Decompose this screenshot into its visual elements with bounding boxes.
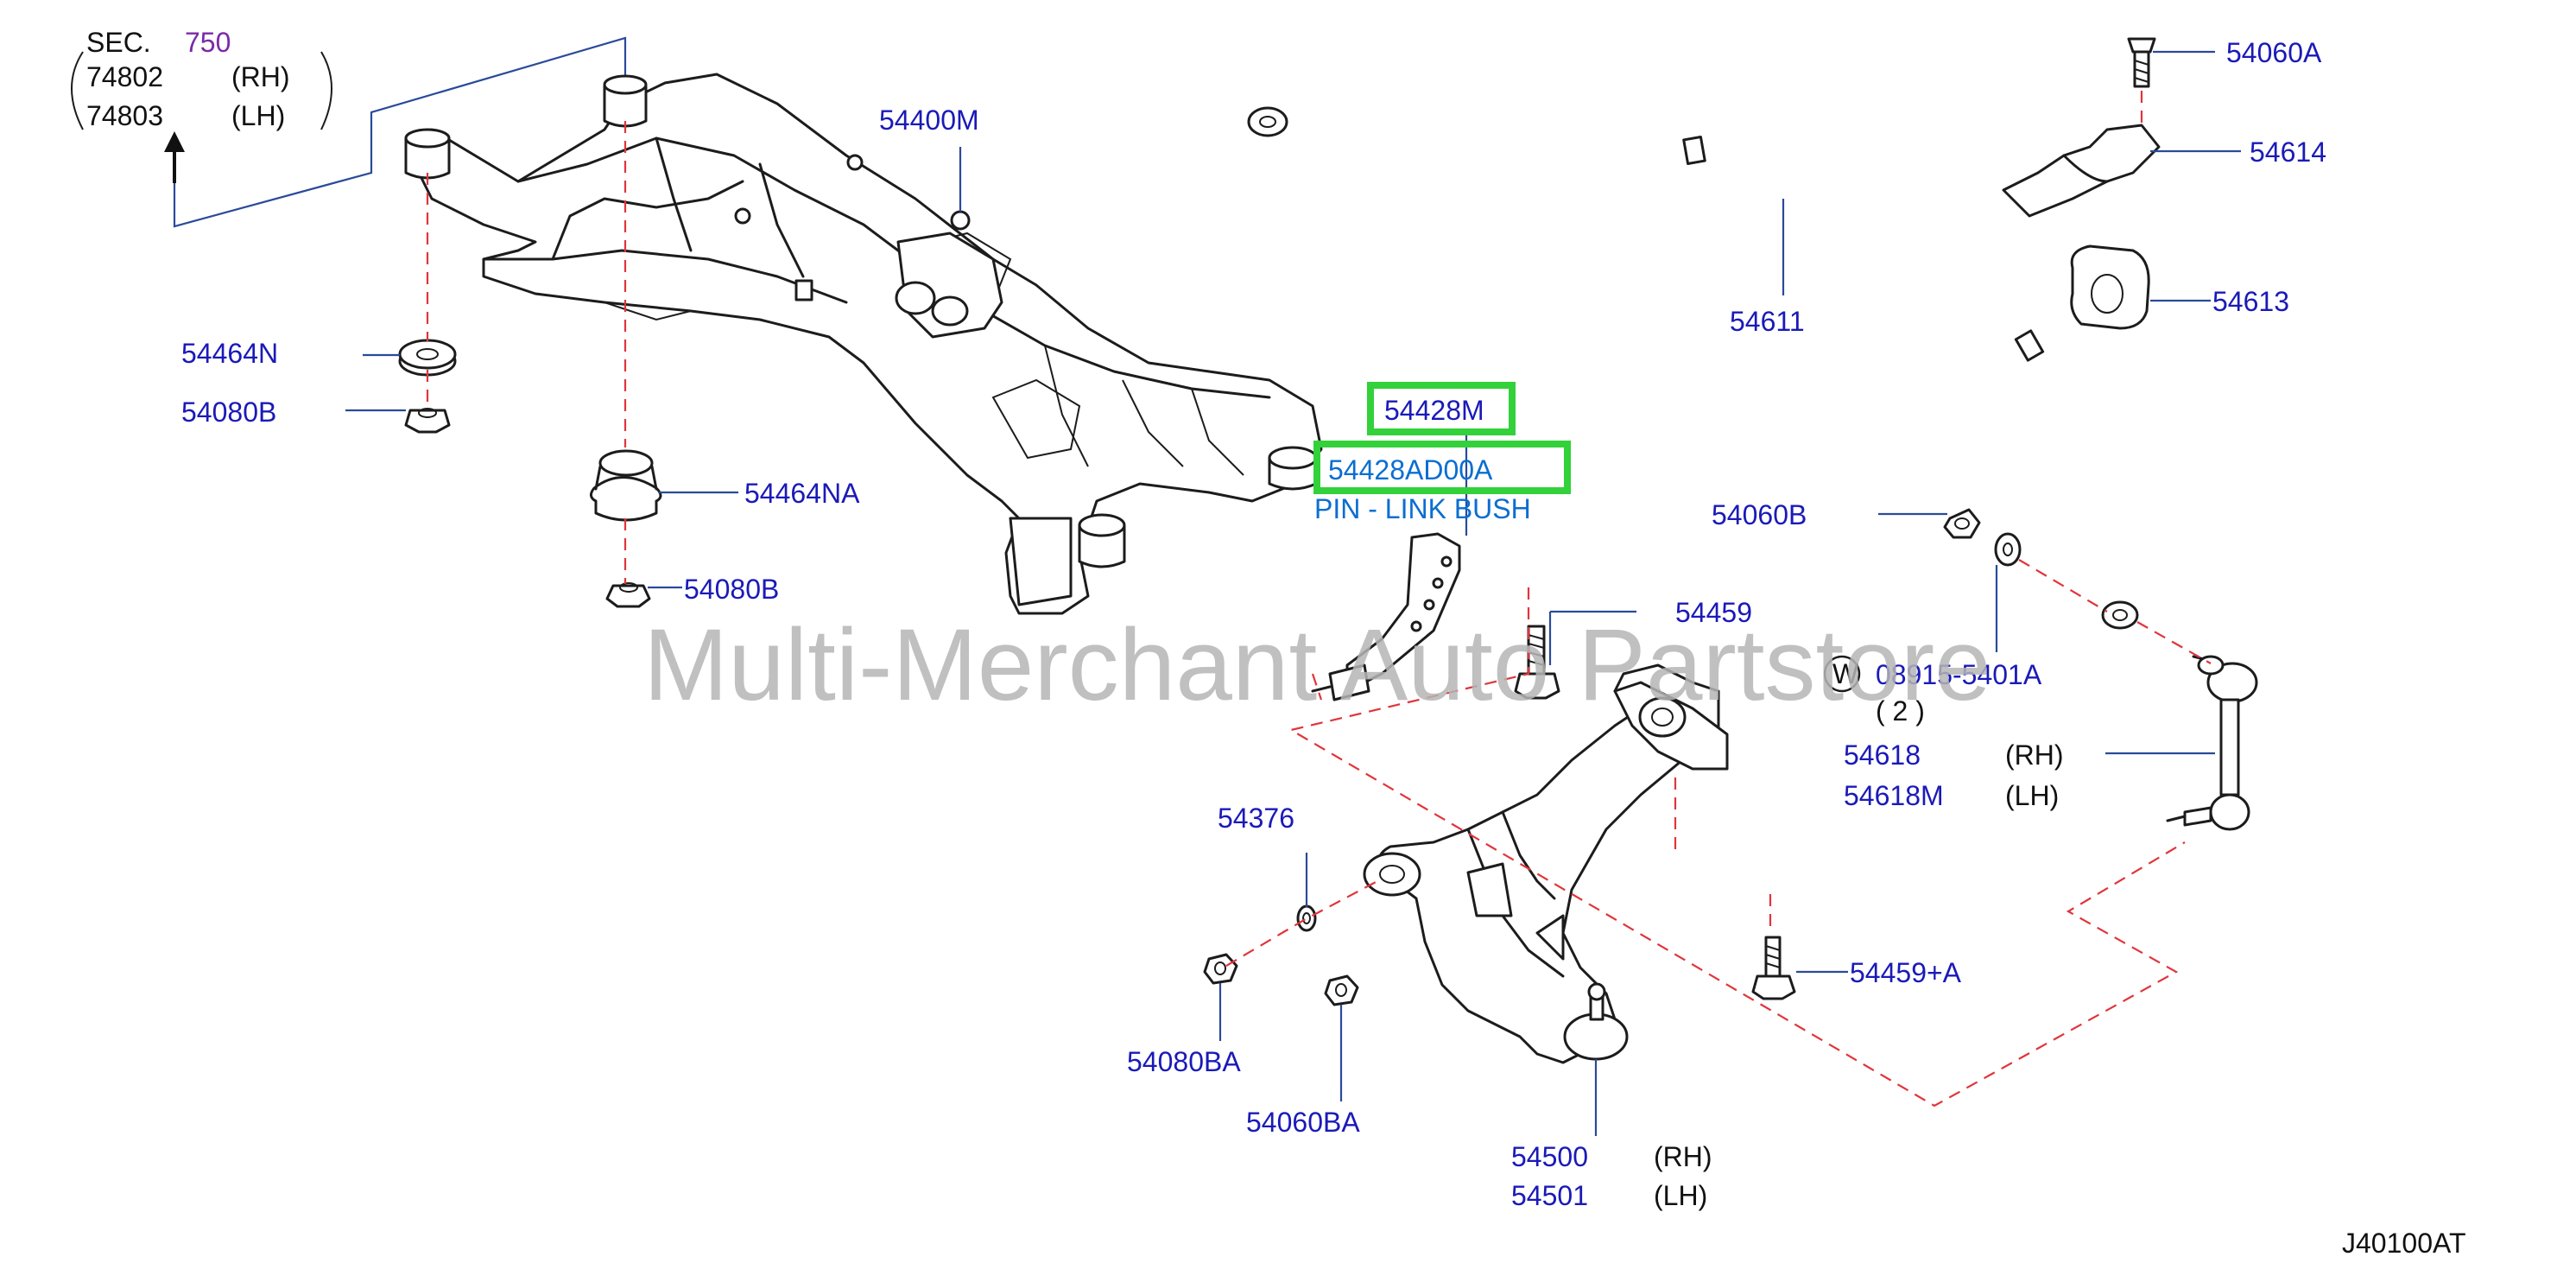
stabilizer-mount-drawing xyxy=(1943,37,2161,567)
svg-text:W: W xyxy=(1832,658,1859,689)
part-label-54464na[interactable]: 54464NA xyxy=(744,478,860,509)
watermark-text: Multi-Merchant Auto Partstore xyxy=(643,608,1991,722)
part-label-54618[interactable]: 54618 xyxy=(1844,739,1921,771)
connecting-rod-drawing xyxy=(2166,655,2258,831)
section-number[interactable]: 750 xyxy=(185,27,231,58)
stabilizer-bar-drawing xyxy=(1247,54,2224,630)
part-label-54613[interactable]: 54613 xyxy=(2212,286,2289,317)
highlight-box-54428m xyxy=(1367,382,1516,435)
mount-parts-drawing xyxy=(398,339,662,608)
part-label-54611[interactable]: 54611 xyxy=(1730,306,1805,337)
section-reference[interactable]: SEC. 750 74802 (RH) 74803 (LH) xyxy=(71,27,627,228)
part-label-54060a[interactable]: 54060A xyxy=(2226,37,2322,68)
part-side-54501: (LH) xyxy=(1654,1180,1707,1211)
part-label-54376[interactable]: 54376 xyxy=(1218,803,1294,834)
part-label-54080ba[interactable]: 54080BA xyxy=(1127,1046,1241,1077)
arrow-up-icon xyxy=(164,131,185,183)
part-side-54618m: (LH) xyxy=(2005,780,2059,811)
lower-link-drawing xyxy=(1363,663,1729,1064)
section-rh-side: (RH) xyxy=(231,61,290,92)
part-side-54500: (RH) xyxy=(1654,1141,1712,1172)
diagram-code: J40100AT xyxy=(2342,1228,2466,1259)
part-side-54618: (RH) xyxy=(2005,739,2064,771)
part-label-54618m[interactable]: 54618M xyxy=(1844,780,1944,811)
part-label-54428ad00a[interactable]: 54428AD00A xyxy=(1328,454,1493,486)
part-description-pin-link-bush: PIN - LINK BUSH xyxy=(1314,493,1531,524)
washer-symbol: W xyxy=(1823,655,1861,693)
part-label-54614[interactable]: 54614 xyxy=(2250,136,2326,168)
suspension-member-drawing xyxy=(404,73,1323,615)
part-label-54060ba[interactable]: 54060BA xyxy=(1246,1107,1360,1138)
lower-link-fasteners-drawing xyxy=(1203,625,1796,1006)
part-label-54501[interactable]: 54501 xyxy=(1511,1180,1588,1211)
section-lh-side: (LH) xyxy=(231,100,285,131)
part-label-54500[interactable]: 54500 xyxy=(1511,1141,1588,1172)
section-prefix: SEC. xyxy=(86,27,151,58)
highlight-box-54428ad00a xyxy=(1313,441,1571,494)
link-bush-pin-drawing xyxy=(1311,532,1461,701)
part-label-54459[interactable]: 54459 xyxy=(1675,597,1752,628)
part-label-54400m[interactable]: 54400M xyxy=(879,105,979,136)
part-quantity-08915: ( 2 ) xyxy=(1876,695,1925,727)
section-left-bracket xyxy=(71,51,84,130)
part-label-54464n[interactable]: 54464N xyxy=(181,338,278,369)
assembly-dashed-lines xyxy=(426,91,2212,1107)
section-rh-code: 74802 xyxy=(86,61,163,92)
part-label-54428m[interactable]: 54428M xyxy=(1384,395,1484,426)
part-label-54459a[interactable]: 54459+A xyxy=(1850,957,1962,988)
part-label-54080b-upper[interactable]: 54080B xyxy=(181,397,276,428)
part-label-08915-5401a[interactable]: 08915-5401A xyxy=(1876,659,2042,690)
section-lh-code: 74803 xyxy=(86,100,163,131)
part-label-54080b-lower[interactable]: 54080B xyxy=(684,574,779,605)
section-leader-line xyxy=(173,36,627,228)
part-label-54060b[interactable]: 54060B xyxy=(1712,499,1807,530)
section-right-bracket xyxy=(320,51,332,130)
